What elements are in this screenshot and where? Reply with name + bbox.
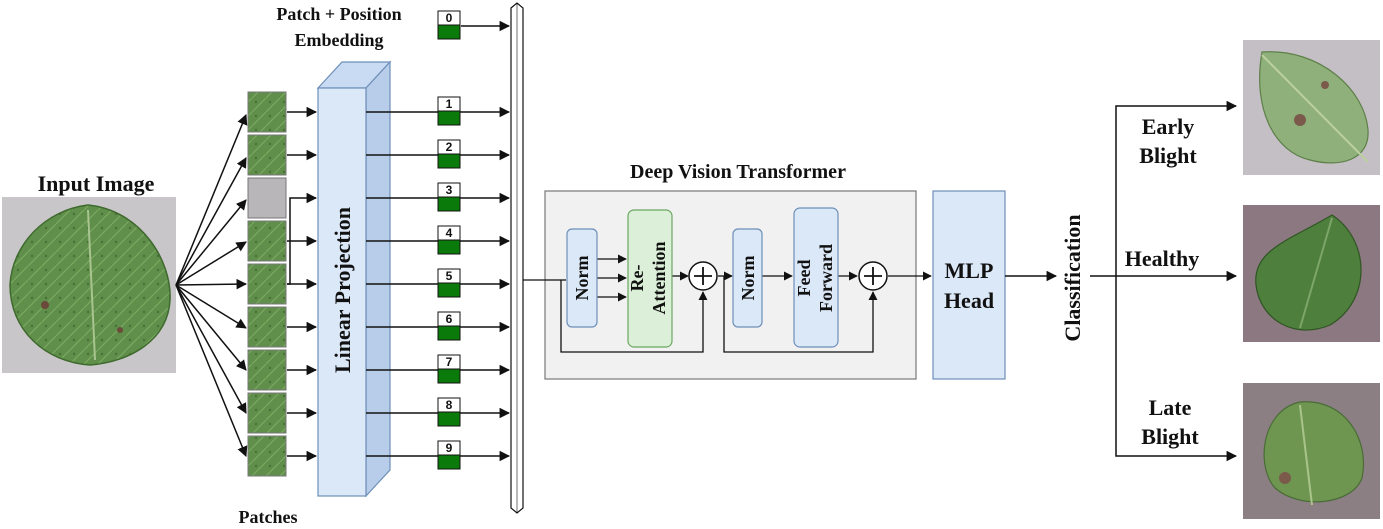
token-2-label: 2 [446,140,453,154]
input-image-label: Input Image [38,171,155,196]
patch-2 [247,134,287,176]
norm-1-label: Norm [572,256,592,301]
token-5-label: 5 [446,269,453,283]
token-8-label: 8 [446,398,453,412]
input-leaf-image [2,197,176,373]
patch-7 [247,349,287,391]
patch-6 [247,306,287,348]
feed-forward-label-line1: Feed [794,260,814,297]
patch-images [247,91,287,477]
token-1: 1 [437,96,461,126]
feed-forward-block: Feed Forward [793,207,839,348]
token-3-label: 3 [446,183,453,197]
dvt-connections [523,254,932,353]
late-blight-image [1243,383,1380,519]
norm-2-label: Norm [738,256,758,301]
token-3: 3 [437,182,461,212]
reattention-block: Re- Attention [627,209,673,348]
token-0: 0 [437,10,461,40]
token-7-label: 7 [446,355,453,369]
patch-position-label-line2: Embedding [294,30,383,50]
norm-block-1: Norm [566,228,598,328]
early-blight-image [1243,40,1380,175]
norm-block-2: Norm [732,228,763,328]
linear-projection-label: Linear Projection [330,207,355,373]
patch-3 [247,177,287,219]
classification-branches [1090,100,1238,462]
token-0-label: 0 [446,11,453,25]
dvt-title: Deep Vision Transformer [630,161,846,183]
reattention-label-line1: Re- [627,265,647,292]
token-9-label: 9 [446,441,453,455]
late-blight-label-line2: Blight [1141,424,1199,449]
feed-forward-label-line2: Forward [816,244,836,312]
patch-position-label-line1: Patch + Position [276,4,401,24]
dvt-panel [544,190,917,380]
early-blight-label-line1: Early [1142,114,1195,139]
patch-8 [247,392,287,434]
token-5: 5 [437,268,461,298]
patch-5 [247,263,287,305]
healthy-label: Healthy [1125,246,1200,271]
token-sequence-bar [510,2,524,514]
patch-to-projection-arrows [287,106,318,462]
mlp-head-label-line1: MLP [945,258,994,283]
healthy-leaf-image [1243,205,1380,342]
token-6-label: 6 [446,312,453,326]
token-4: 4 [437,225,461,255]
token-4-label: 4 [446,226,453,240]
token-9: 9 [437,440,461,470]
classification-label: Classification [1060,214,1085,341]
mlp-head-label-line2: Head [944,288,994,313]
token-7: 7 [437,354,461,384]
input-to-patch-arrows [175,114,248,457]
token-1-label: 1 [446,97,453,111]
patch-1 [247,91,287,133]
early-blight-label-line2: Blight [1139,143,1197,168]
token-2: 2 [437,139,461,169]
token-8: 8 [437,397,461,427]
mlp-head-block: MLP Head [932,190,1006,380]
add-node-2 [858,261,888,291]
reattention-label-line2: Attention [649,242,669,315]
late-blight-label-line1: Late [1149,395,1192,420]
add-node-1 [688,261,718,291]
patches-label: Patches [239,507,298,527]
token-6: 6 [437,311,461,341]
linear-projection-block [316,60,392,498]
patch-4 [247,220,287,262]
patch-9 [247,435,287,477]
